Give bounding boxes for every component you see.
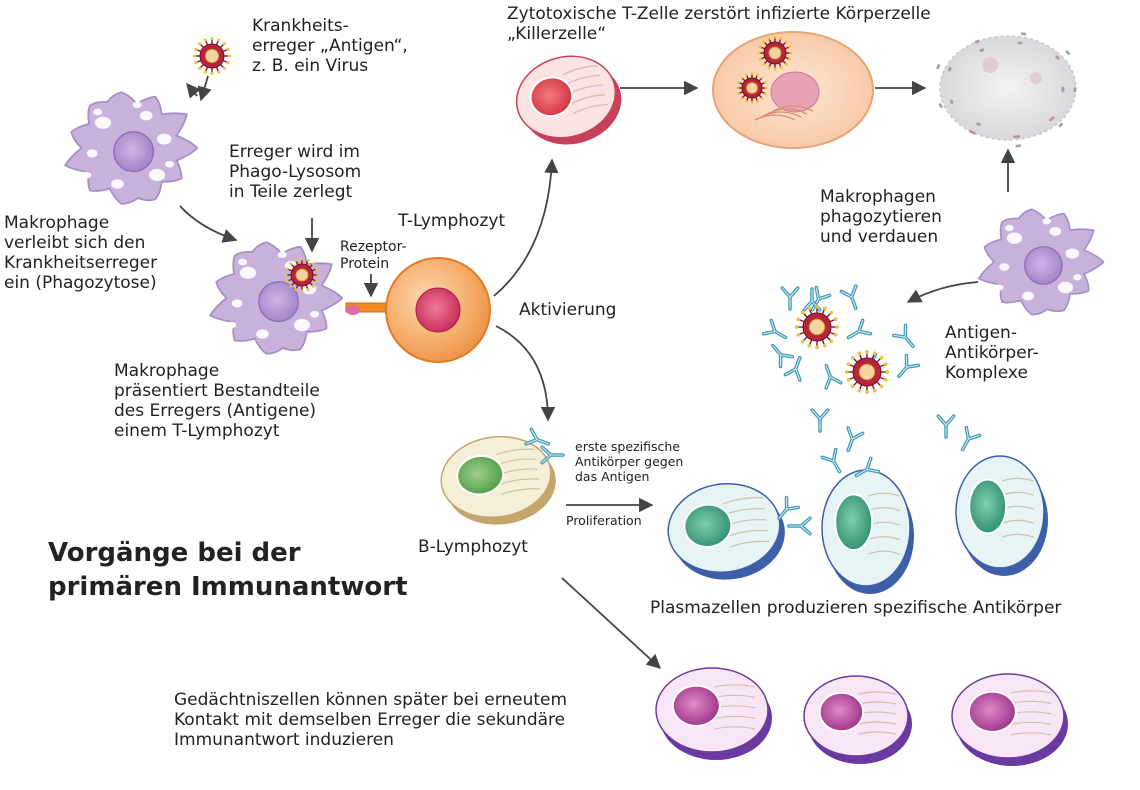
memory-cell bbox=[803, 675, 912, 764]
antibody-icon bbox=[540, 445, 565, 465]
proliferation-label: Proliferation bbox=[566, 513, 642, 528]
antibody-icon bbox=[783, 355, 802, 382]
memory-cells-label: Gedächtniszellen können später bei erneu… bbox=[174, 690, 568, 751]
macrophage-right bbox=[977, 208, 1105, 316]
process-arrows bbox=[179, 75, 1016, 669]
plasma-cells-label: Plasmazellen produzieren spezifische Ant… bbox=[650, 598, 1062, 618]
presentation-label: Makrophage präsentiert Bestandteile des … bbox=[114, 361, 320, 442]
antibody-icon bbox=[780, 286, 800, 311]
antigen-fragment bbox=[346, 305, 360, 315]
antibody-icon bbox=[761, 318, 788, 340]
killer-cell-label: Zytotoxische T-Zelle zerstört infizierte… bbox=[507, 4, 931, 45]
receptor-label: Rezeptor- Protein bbox=[340, 239, 407, 272]
antibody-icon bbox=[846, 318, 873, 340]
antibody-icon bbox=[824, 363, 843, 390]
antibody-icon bbox=[810, 408, 830, 433]
antibody-icon bbox=[524, 427, 551, 446]
arrow-antigen-up bbox=[186, 82, 201, 99]
arrow-antigen-down bbox=[197, 75, 212, 102]
killer-t-cell bbox=[515, 55, 622, 145]
phagocytize-label: Makrophagen phagozytieren und verdauen bbox=[820, 187, 942, 248]
plasma-cell bbox=[821, 469, 914, 594]
antibody-virus-layer bbox=[193, 35, 982, 536]
virus-icon bbox=[794, 304, 840, 350]
arrow-complex-to-macrophage bbox=[906, 281, 979, 303]
virus-icon bbox=[844, 349, 890, 395]
infected-body-cell bbox=[712, 31, 874, 149]
t-lymphocyte-cell bbox=[385, 257, 491, 363]
phagocytosis-label: Makrophage verleibt sich den Krankheitse… bbox=[4, 213, 158, 294]
arrow-to-b-cell bbox=[495, 325, 556, 422]
plasma-cell bbox=[667, 482, 785, 580]
b-lymphocyte-label: B-Lymphozyt bbox=[418, 537, 528, 557]
activation-label: Aktivierung bbox=[519, 300, 617, 320]
macrophage-presenting bbox=[208, 241, 344, 355]
antibody-icon bbox=[897, 353, 921, 379]
antibody-icon bbox=[777, 495, 801, 521]
antibody-icon bbox=[936, 414, 956, 439]
memory-cell bbox=[655, 667, 772, 760]
virus-icon bbox=[736, 72, 768, 104]
virus-icon bbox=[757, 35, 793, 71]
plasma-cell bbox=[955, 455, 1048, 576]
antibody-icon bbox=[854, 456, 881, 478]
antibody-icon bbox=[846, 426, 865, 453]
arrow-to-phagocytosis bbox=[179, 205, 238, 243]
t-lymphocyte-label: T-Lymphozyt bbox=[398, 211, 506, 231]
cells-layer bbox=[63, 31, 1105, 766]
arrow-to-killer bbox=[493, 158, 559, 297]
diagram-title: Vorgänge bei der primären Immunantwort bbox=[48, 538, 408, 602]
antigen-label: Krankheits- erreger „Antigen“, z. B. ein… bbox=[252, 16, 408, 77]
first-antibodies-label: erste spezifische Antikörper gegen das A… bbox=[575, 439, 684, 484]
virus-icon bbox=[284, 257, 320, 293]
antigen-antibody-complex-label: Antigen- Antikörper- Komplexe bbox=[945, 323, 1039, 384]
antibody-icon bbox=[787, 516, 812, 536]
antibody-icon bbox=[839, 284, 858, 311]
memory-cell bbox=[951, 673, 1068, 766]
antibody-icon bbox=[771, 343, 795, 369]
antibody-icon bbox=[960, 425, 982, 452]
b-lymphocyte-cell bbox=[440, 435, 556, 525]
antibody-icon bbox=[820, 447, 842, 474]
antibody-icon bbox=[891, 323, 915, 349]
macrophage-top-left bbox=[63, 91, 199, 205]
lysosome-label: Erreger wird im Phago-Lysosom in Teile z… bbox=[229, 142, 362, 203]
virus-icon bbox=[193, 37, 231, 75]
arrow-to-memory bbox=[561, 577, 662, 669]
destroyed-cell bbox=[936, 32, 1077, 148]
